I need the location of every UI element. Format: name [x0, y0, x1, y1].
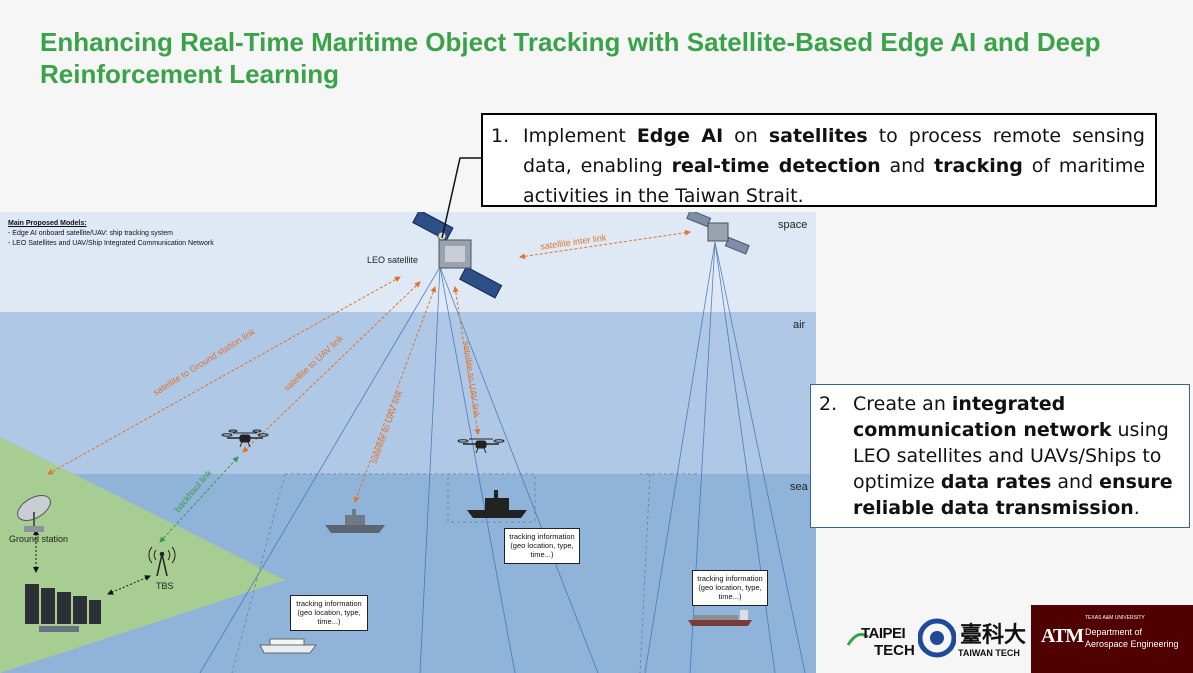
callout-segment: Create an	[853, 393, 952, 415]
callout-emphasis: integrated communication network	[853, 393, 1112, 441]
taiwan-tech-logo: 臺科大 TAIWAN TECH	[918, 617, 1033, 667]
tamu-department-line2: Aerospace Engineering	[1085, 639, 1179, 649]
callout-number: 2.	[819, 393, 838, 415]
zone-space-label: space	[778, 219, 808, 231]
callout-segment: on	[723, 125, 769, 147]
callout-connector	[441, 157, 481, 239]
air-band	[0, 312, 816, 474]
taiwan-tech-emblem-icon	[918, 618, 956, 658]
server-rack-icon	[25, 584, 101, 632]
tip-line: tracking information	[697, 574, 763, 583]
tip-line: tracking information	[296, 599, 362, 608]
tamu-university-text: TEXAS A&M UNIVERSITY	[1085, 615, 1145, 621]
taiwan-tech-chinese: 臺科大	[960, 623, 1027, 648]
zone-air-label: air	[793, 319, 806, 331]
leo-satellite-label: LEO satellite	[367, 255, 419, 265]
tracking-info-callout: tracking information (geo location, type…	[290, 595, 368, 631]
tip-line: (geo location, type,	[297, 608, 361, 617]
cargo-ship-icon	[688, 610, 752, 626]
taipei-tech-logo: TAIPEI TECH	[846, 625, 918, 665]
callout-emphasis: data rates	[940, 471, 1052, 493]
ground-station-icon	[17, 495, 51, 532]
ground-station-label: Ground station	[9, 534, 69, 544]
callout-text: Implement Edge AI on satellites to proce…	[523, 121, 1145, 211]
cruise-ship-icon	[259, 638, 317, 654]
uav-2-icon	[457, 438, 505, 454]
tamu-logo: ATM TEXAS A&M UNIVERSITY Department of A…	[1031, 605, 1193, 673]
ground-area	[0, 437, 285, 673]
callout-segment: using LEO satellites and UAVs/Ships to o…	[853, 419, 1169, 493]
tbs-label: TBS	[156, 581, 174, 591]
zone-sea-label: sea	[790, 481, 808, 493]
callout-number: 1.	[491, 125, 510, 147]
callout-emphasis: satellites	[768, 125, 868, 147]
callout-emphasis: real-time detection	[671, 155, 881, 177]
notes-item: - LEO Satellites and UAV/Ship Integrated…	[8, 240, 214, 247]
callout-emphasis: Edge AI	[636, 125, 724, 147]
taipei-tech-line1: TAIPEI	[861, 625, 906, 642]
tip-line: time...)	[317, 617, 341, 626]
main-models-notes: Main Proposed Models: - Edge AI onboard …	[8, 219, 214, 249]
callout-emphasis: ensure reliable data transmission	[853, 471, 1173, 519]
tracking-info-callout: tracking information (geo location, type…	[504, 528, 580, 564]
uav-1-icon	[221, 429, 269, 448]
warship-icon	[325, 509, 385, 533]
callout-segment: and	[1051, 471, 1100, 493]
callout-segment: and	[880, 155, 935, 177]
tip-line: (geo location, type,	[510, 541, 574, 550]
tamu-department-line1: Department of	[1085, 627, 1143, 637]
tbs-tower-icon	[148, 546, 176, 577]
logos-strip: TAIPEI TECH 臺科大 TAIWAN TECH ATM TEXAS A&…	[838, 605, 1193, 673]
taipei-tech-swoosh-icon	[846, 632, 869, 646]
tip-line: tracking information	[509, 532, 575, 541]
callout-integrated-network: 2. Create an integrated communication ne…	[810, 384, 1190, 528]
callout-segment: to process remote sensing data, enabling	[523, 125, 1145, 177]
callout-text: Create an integrated communication netwo…	[853, 391, 1183, 521]
callout-segment: of maritime activities in the Taiwan Str…	[523, 155, 1146, 207]
tamu-mark: ATM	[1041, 625, 1084, 647]
tip-line: (geo location, type,	[698, 583, 762, 592]
tip-line: time...)	[530, 550, 554, 559]
taipei-tech-line2: TECH	[874, 642, 915, 659]
leo-satellite-2-icon	[686, 212, 750, 255]
callout-edge-ai: 1. Implement Edge AI on satellites to pr…	[481, 113, 1157, 207]
callout-segment: .	[1133, 497, 1140, 519]
tip-line: time...)	[718, 592, 742, 601]
callout-segment: Implement	[523, 125, 637, 147]
notes-heading: Main Proposed Models:	[8, 220, 87, 227]
system-diagram	[0, 212, 816, 673]
tracking-info-callout: tracking information (geo location, type…	[692, 570, 768, 606]
notes-item: - Edge AI onboard satellite/UAV: ship tr…	[8, 230, 173, 237]
slide-title: Enhancing Real-Time Maritime Object Trac…	[40, 27, 1101, 89]
callout-emphasis: tracking	[934, 155, 1023, 177]
taiwan-tech-english: TAIWAN TECH	[958, 648, 1020, 658]
tracked-warship-icon	[467, 490, 527, 518]
